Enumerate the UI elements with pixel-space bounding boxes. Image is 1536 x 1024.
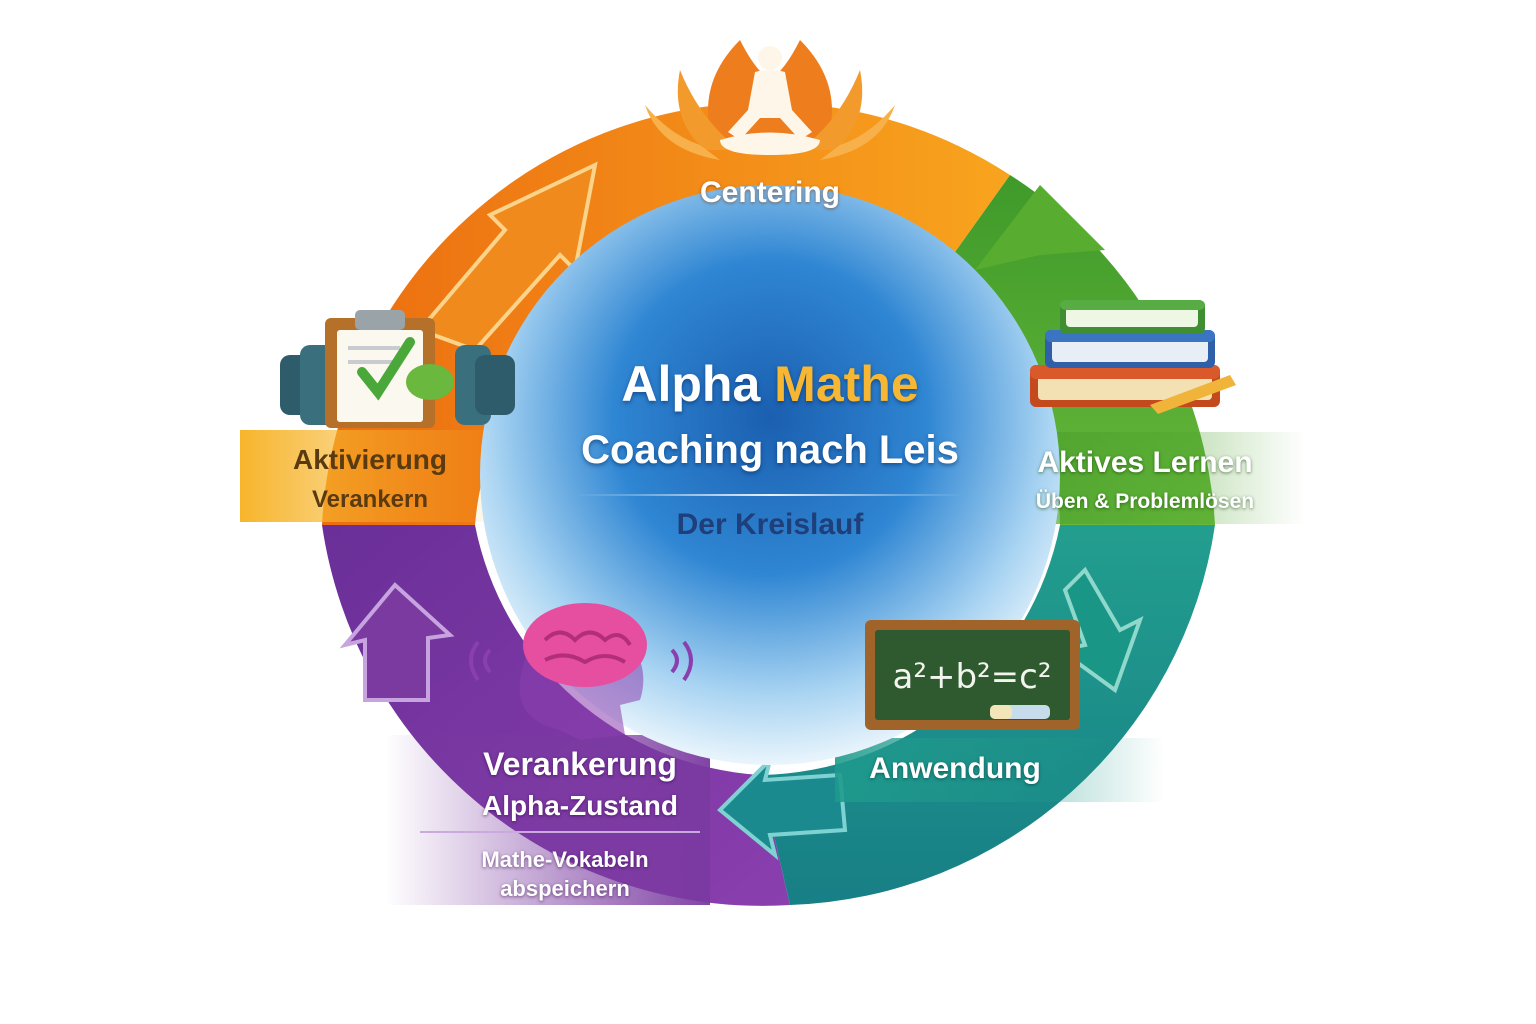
diagram-title: Alpha Mathe bbox=[520, 355, 1020, 413]
stage-label-aktivierung: Aktivierung bbox=[292, 444, 448, 475]
books-icon bbox=[1030, 300, 1236, 414]
stage-sublabel-aktives-lernen: Üben & Problemlösen bbox=[1035, 490, 1255, 513]
clipboard-dumbbell-icon bbox=[280, 310, 515, 428]
arrow-orange bbox=[416, 161, 598, 353]
stage-label-anwendung: Anwendung bbox=[869, 752, 1041, 785]
brain-head-icon bbox=[469, 603, 693, 740]
arrow-green bbox=[975, 185, 1105, 270]
chalkboard-formula: a²+b²=c² bbox=[893, 657, 1052, 697]
stage-note-verankerung-1: Mathe-Vokabeln bbox=[481, 847, 649, 872]
diagram-caption: Der Kreislauf bbox=[676, 508, 864, 541]
stage-note-verankerung-2: abspeichern bbox=[500, 876, 630, 901]
stage-label-centering: Centering bbox=[699, 176, 840, 209]
arrow-purple bbox=[339, 582, 455, 702]
band-aktivierung bbox=[240, 430, 510, 522]
title-word-alpha: Alpha bbox=[621, 356, 761, 412]
meditation-lotus-icon bbox=[645, 40, 895, 160]
stage-label-verankerung: Verankerung bbox=[483, 746, 677, 782]
title-divider bbox=[575, 494, 965, 496]
stage-sublabel-verankerung: Alpha-Zustand bbox=[482, 790, 678, 821]
band-verankerung bbox=[385, 735, 710, 905]
title-word-mathe: Mathe bbox=[774, 356, 919, 412]
band-anwendung bbox=[835, 738, 1165, 802]
stage-label-aktives-lernen: Aktives Lernen bbox=[1037, 446, 1253, 479]
arrow-teal-bottom bbox=[717, 753, 848, 861]
diagram-subtitle: Coaching nach Leis bbox=[581, 428, 959, 472]
chalkboard-icon bbox=[865, 620, 1080, 730]
stage-sublabel-aktivierung: Verankern bbox=[311, 486, 429, 513]
